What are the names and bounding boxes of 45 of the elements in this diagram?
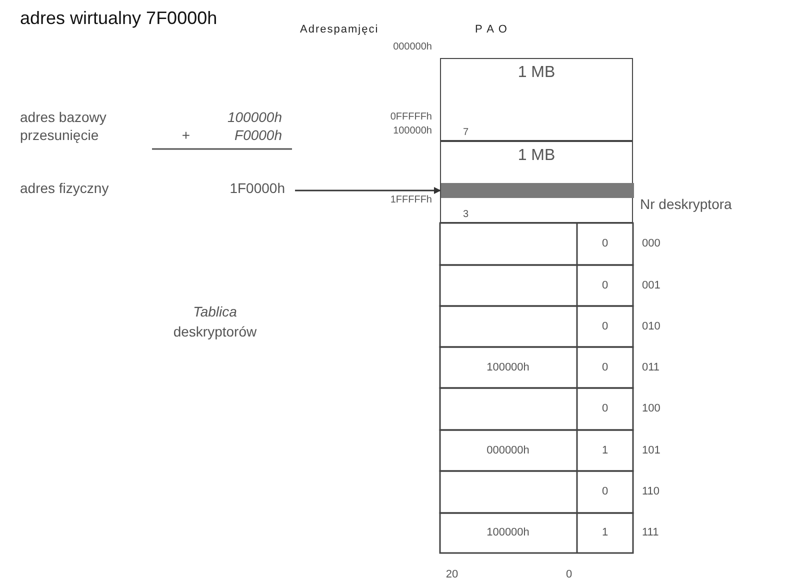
present-bit: 1 <box>602 526 608 540</box>
present-bit: 0 <box>602 320 608 333</box>
address-label: 1FFFFFh <box>390 194 432 206</box>
descriptor-number: 001 <box>642 279 660 292</box>
descriptor-number: 111 <box>642 526 659 540</box>
present-bit: 0 <box>602 279 608 292</box>
descriptor-number: 3 <box>463 208 469 220</box>
descriptor-number: 7 <box>463 126 469 138</box>
descriptor-number: 101 <box>642 444 660 457</box>
plus-sign: + <box>182 126 190 144</box>
selected-region-bar <box>441 183 634 198</box>
operand-name: przesunięcie <box>20 126 99 144</box>
present-bit: 0 <box>602 402 608 416</box>
segment-address: 100000h <box>486 526 530 540</box>
present-bit: 1 <box>602 444 608 457</box>
table-caption: Tablica deskryptorów <box>172 302 258 342</box>
column-heading: Nr deskryptora <box>640 196 732 212</box>
descriptor-number: 110 <box>642 486 660 498</box>
bit-index: 0 <box>566 568 572 582</box>
present-bit: 0 <box>602 361 608 374</box>
physical-address: 1F0000h <box>195 178 285 198</box>
operand-name: adres fizyczny <box>20 180 109 196</box>
operand-value: 100000h <box>227 108 282 126</box>
segment-address: 000000h <box>486 444 530 457</box>
present-bit: 0 <box>602 238 608 250</box>
address-label: 0FFFFFh <box>390 111 432 123</box>
address-label: 000000h <box>393 41 432 53</box>
descriptor-number: 011 <box>642 361 660 374</box>
memory-block <box>440 141 633 223</box>
operand-value: F0000h <box>234 126 282 144</box>
address-label: 100000h <box>393 125 432 137</box>
bit-index: 20 <box>446 568 458 582</box>
column-heading: Adrespamjęci <box>300 24 379 36</box>
size-label: 1 MB <box>518 147 556 166</box>
memory-block <box>440 58 633 141</box>
title: adres wirtualny 7F0000h <box>20 8 218 29</box>
descriptor-number: 100 <box>642 402 660 416</box>
present-bit: 0 <box>602 486 608 498</box>
segment-address: 100000h <box>486 361 530 374</box>
operand-name: adres bazowy <box>20 108 106 126</box>
descriptor-number: 000 <box>642 238 660 250</box>
descriptor-number: 010 <box>642 320 660 333</box>
arrow <box>295 187 441 194</box>
size-label: 1 MB <box>518 64 556 82</box>
column-heading: P A O <box>475 24 508 36</box>
